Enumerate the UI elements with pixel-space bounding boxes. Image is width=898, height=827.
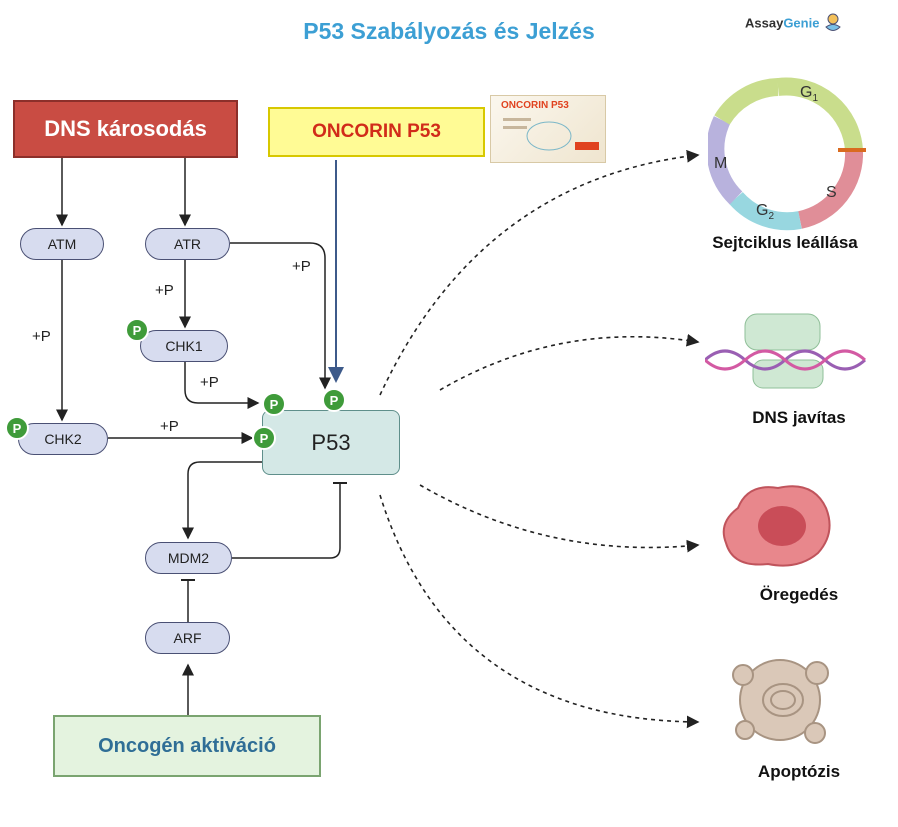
edge-p53-repair (439, 333, 700, 391)
p53-node: P53 (262, 410, 400, 475)
edge-p53-senescence (419, 484, 700, 553)
edge-p53-mdm2 (182, 461, 262, 540)
phospho-p53-2: P (322, 388, 346, 412)
phospho-chk2: P (5, 416, 29, 440)
phospho-p53-1: P (262, 392, 286, 416)
package-artwork-icon (503, 118, 599, 151)
outcome-senescence: Öregedés (759, 585, 839, 604)
dna-repair-icon (705, 313, 867, 389)
label-chk1-p53: +P (200, 374, 219, 391)
arf-node: ARF (145, 622, 230, 654)
dna-damage-box: DNS károsodás (13, 100, 238, 158)
label-atm-chk2: +P (32, 328, 51, 345)
outcome-dna-repair: DNS javítas (752, 408, 846, 427)
oncorin-box: ONCORIN P53 (268, 107, 485, 157)
edge-mdm2-inhibits-p53 (232, 483, 341, 559)
mdm2-node: MDM2 (145, 542, 232, 574)
outcome-apoptosis: Apoptózis (757, 762, 841, 781)
oncorin-package-image: ONCORIN P53 (490, 95, 606, 163)
outcome-cell-cycle-arrest: Sejtciklus leállása (712, 233, 858, 252)
chk2-node: CHK2 (18, 423, 108, 455)
label-chk2-p53: +P (160, 418, 179, 435)
logo-text-assay: Assay (745, 15, 784, 31)
assaygenie-logo: AssayGenie (745, 12, 843, 36)
genie-lamp-icon (825, 13, 841, 31)
label-atr-chk1: +P (155, 282, 174, 299)
chk1-node: CHK1 (140, 330, 228, 362)
senescent-cell-icon (722, 485, 831, 567)
phospho-p53-3: P (252, 426, 276, 450)
package-label: ONCORIN P53 (501, 100, 569, 111)
label-atr-p53: +P (292, 258, 311, 275)
logo-text-genie: Genie (783, 15, 820, 31)
phospho-chk1: P (125, 318, 149, 342)
edge-chk1-p53 (184, 362, 260, 409)
edge-p53-apoptosis (379, 494, 700, 729)
phase-g1: G1 (800, 84, 818, 104)
apoptotic-cell-icon (732, 659, 829, 744)
atr-node: ATR (145, 228, 230, 260)
cell-cycle-wheel-icon: G1 S G2 M (708, 77, 866, 231)
diagram-title: P53 Szabályozás és Jelzés (303, 18, 595, 44)
phase-s: S (826, 184, 837, 201)
phase-g2: G2 (756, 202, 774, 222)
edge-p53-arrest (379, 149, 700, 396)
edge-atr-p53 (230, 242, 331, 390)
phase-m: M (714, 155, 727, 172)
oncogene-box: Oncogén aktiváció (53, 715, 321, 777)
atm-node: ATM (20, 228, 104, 260)
